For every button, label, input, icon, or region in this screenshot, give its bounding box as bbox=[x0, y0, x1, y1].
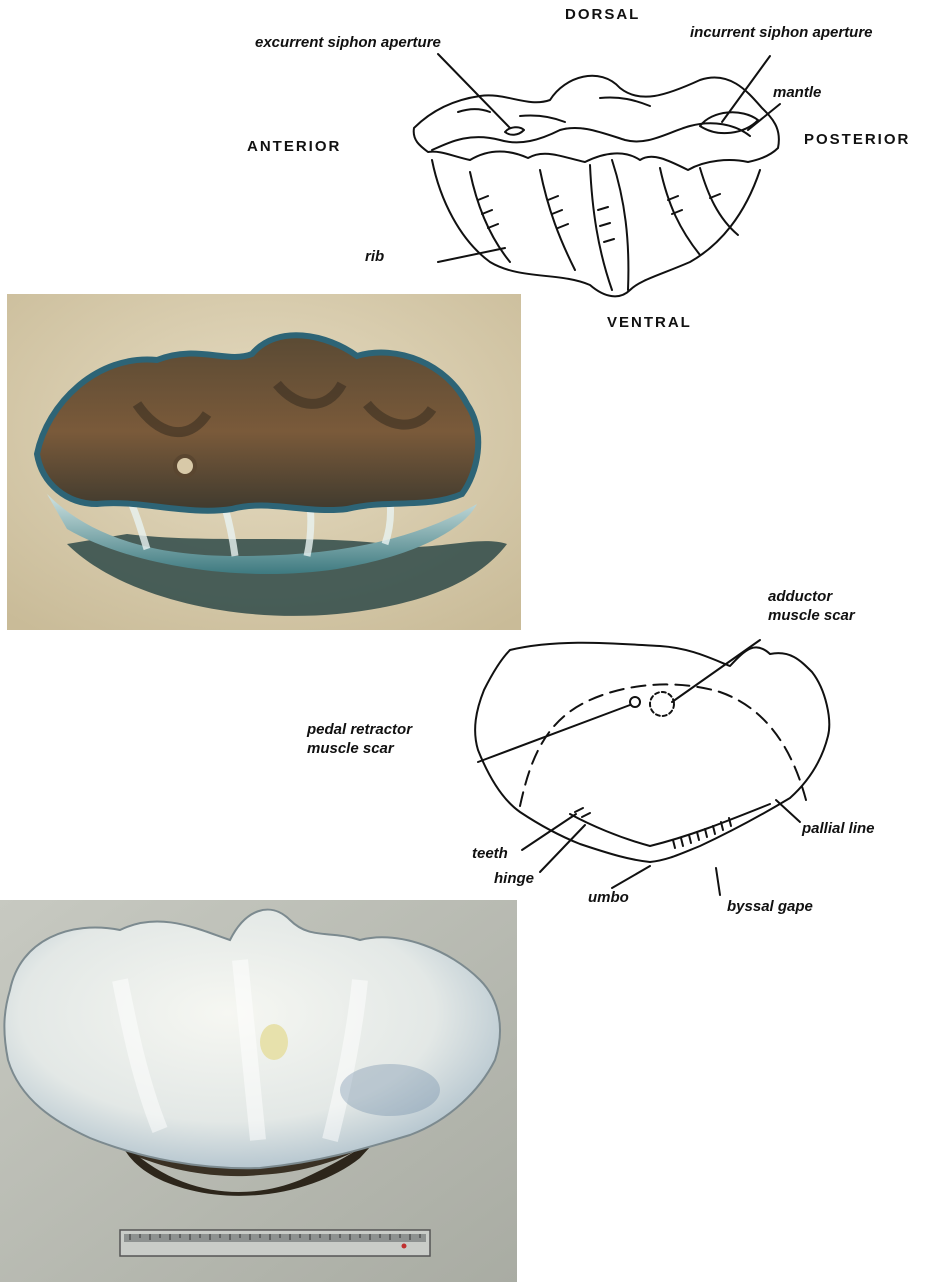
hinge-leader bbox=[540, 825, 585, 872]
adductor-label-line1: adductor bbox=[768, 588, 832, 606]
adductor-scar bbox=[650, 692, 674, 716]
pallial-line bbox=[520, 684, 806, 806]
shell-outline bbox=[475, 643, 829, 862]
shell-interior-diagram bbox=[0, 610, 942, 940]
incurrent-leader bbox=[722, 56, 770, 122]
adductor-scar-spot bbox=[260, 1024, 288, 1060]
excurrent-leader bbox=[438, 54, 510, 128]
mantle-outline bbox=[414, 76, 779, 170]
shell-with-ruler-photo bbox=[0, 900, 517, 1282]
pedal-leader bbox=[478, 705, 630, 762]
live-clam-photo bbox=[7, 294, 521, 630]
pedal-retractor-scar bbox=[630, 697, 640, 707]
scale-ruler bbox=[120, 1230, 430, 1256]
byssal-leader bbox=[716, 868, 720, 895]
umbo-leader bbox=[612, 866, 650, 888]
excurrent-siphon bbox=[505, 127, 524, 135]
pallial-leader bbox=[776, 800, 800, 822]
rib-leader bbox=[438, 248, 505, 262]
siphon-opening bbox=[175, 456, 195, 476]
hinge bbox=[570, 804, 770, 846]
clam-line-drawing bbox=[0, 0, 942, 320]
